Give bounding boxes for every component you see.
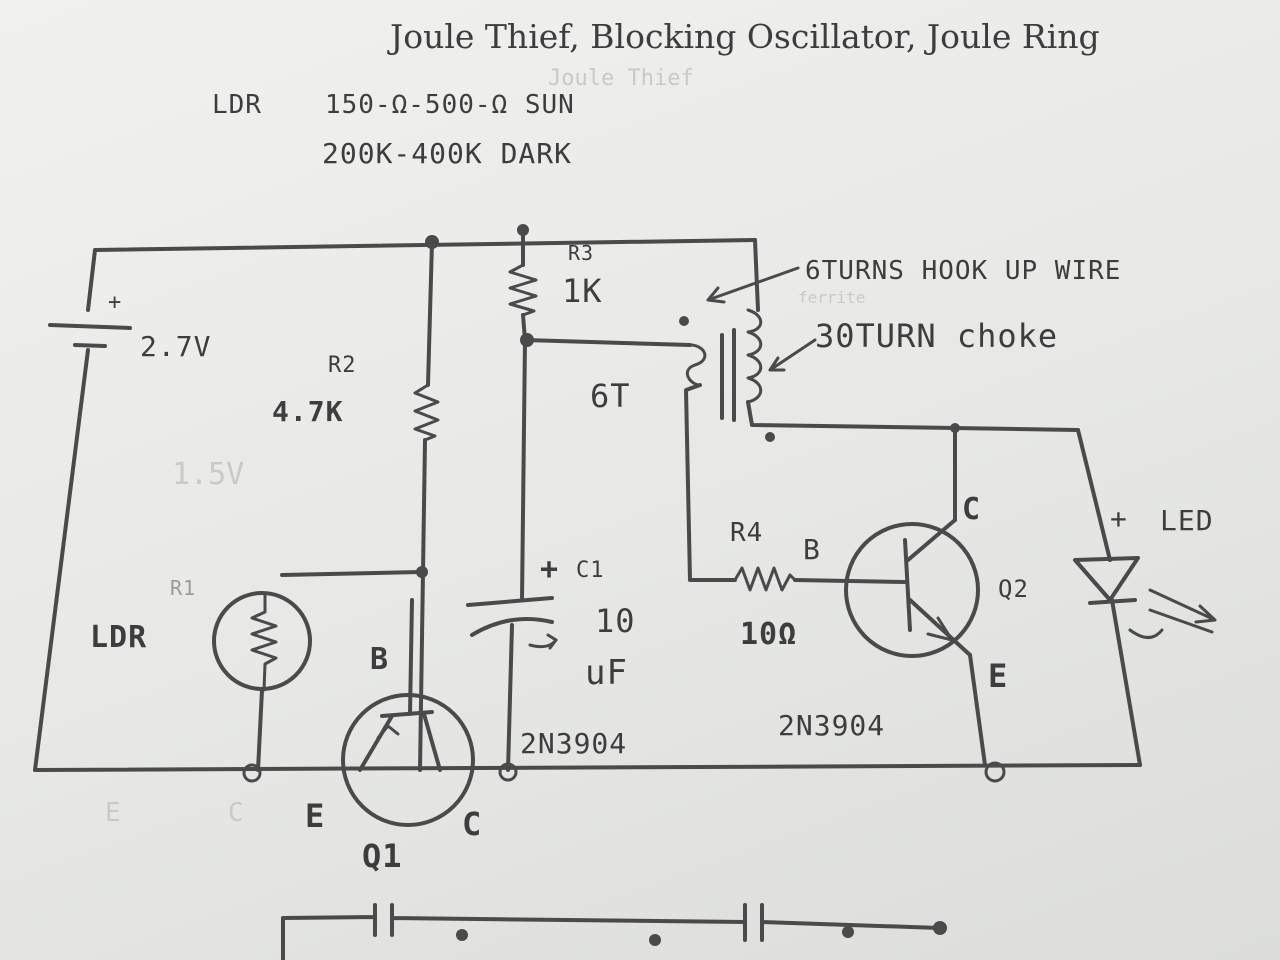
ldr-to-ground-wire [256,688,264,772]
ldr-to-base-wire [280,570,422,577]
ghost-c: C [228,798,244,828]
q1-base-label: B [370,642,390,677]
note-arrows [706,266,817,372]
r2-value: 4.7K [272,395,344,428]
led-symbol [1073,556,1217,639]
c1-polarity: + [540,552,560,587]
ldr-note-dark: 200K-400K DARK [322,137,573,170]
top-rail [93,238,757,252]
q1-transistor-symbol [341,598,475,827]
ghost-e: E [105,798,121,828]
left-wire [33,248,97,772]
r4-value: 10Ω [740,617,798,652]
led-label: LED [1160,504,1214,537]
r4-name: R4 [730,518,764,548]
bottom-partial-circuit [281,903,947,960]
secondary-turns-note: 30TURN choke [815,317,1059,355]
q1-emitter-label: E [305,797,326,835]
junction-dots [242,224,1006,783]
q2-part: 2N3904 [778,709,886,742]
q2-transistor-symbol [844,426,987,767]
led-polarity: + [1110,502,1128,535]
transformer-symbol [679,238,1080,442]
c1-value: 10 [595,602,636,640]
r4-to-q2-base-wire [793,578,907,584]
r3-to-primary-wire [523,338,692,347]
r2-branch-wire [418,240,434,772]
q2-name: Q2 [998,575,1029,603]
ldr-note-label: LDR [212,90,262,120]
primary-turns-note: 6TURNS HOOK UP WIRE [805,256,1122,286]
c1-name: C1 [576,558,605,583]
r4-resistor-symbol [733,566,797,592]
ldr-symbol [212,591,312,692]
primary-to-r4-wire [684,383,737,582]
led-wire [1076,428,1142,767]
q2-base-label: B [803,533,821,566]
ghost-1-5v: 1.5V [172,457,245,492]
r2-name: R2 [328,353,357,378]
r3-resistor-symbol [508,263,538,317]
c1-capacitor-symbol [466,596,558,650]
page-title: Joule Thief, Blocking Oscillator, Joule … [390,17,1100,56]
r1-name: R1 [170,576,197,600]
ldr-note-sun: 150-Ω-500-Ω SUN [325,90,575,120]
q1-collector-label: C [462,805,483,843]
battery-symbol [48,323,132,348]
battery-polarity: + [108,290,123,315]
r3-value: 1K [562,272,603,310]
c1-branch-wire [506,338,527,772]
q1-part: 2N3904 [520,727,628,760]
q1-name: Q1 [362,837,403,875]
c1-unit: uF [585,653,628,693]
ldr-label: LDR [90,620,148,655]
r3-name: R3 [568,241,595,265]
battery-voltage: 2.7V [140,330,212,363]
q2-emitter-label: E [988,657,1009,695]
ghost-joule-thief: Joule Thief [548,66,694,91]
ghost-ferrite: ferrite [798,288,866,307]
primary-label: 6T [590,377,631,415]
q2-collector-label: C [962,492,982,527]
ground-rail [33,763,1142,772]
r2-resistor-symbol [413,383,440,442]
